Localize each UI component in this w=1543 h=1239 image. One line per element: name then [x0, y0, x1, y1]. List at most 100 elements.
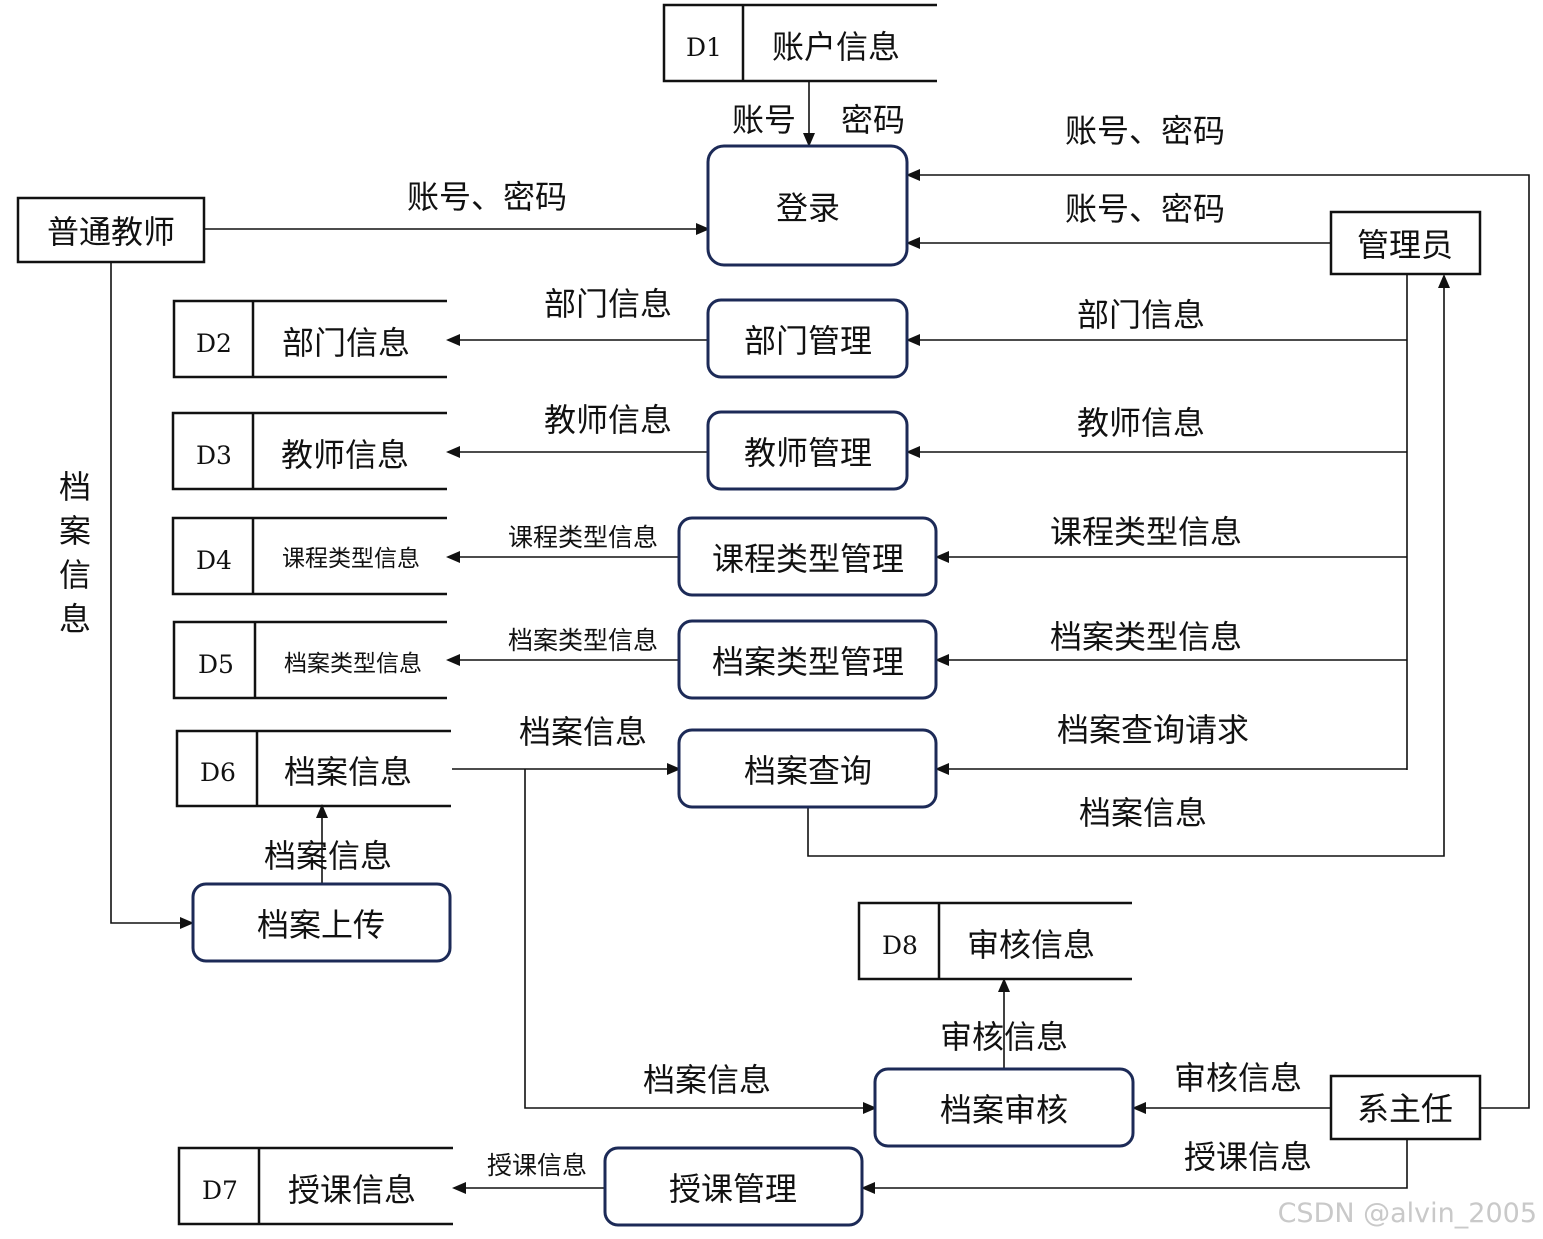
process-archive-review-label: 档案审核: [940, 1091, 1068, 1129]
process-dept-mgmt-box: [706, 298, 909, 379]
process-archive-type-mgmt: 档案类型管理: [677, 619, 938, 700]
label-dept-to-store: 部门信息: [544, 285, 672, 323]
process-dept-mgmt: 部门管理: [706, 298, 909, 379]
store-d1-shape: [662, 3, 937, 83]
process-archive-query-label: 档案查询: [744, 752, 872, 790]
flow-d6-review: [524, 769, 877, 1114]
label-head-teaching: 授课信息: [1184, 1138, 1312, 1176]
process-teacher-mgmt-label: 教师管理: [744, 434, 872, 472]
label-admin-dept: 部门信息: [1077, 296, 1205, 334]
store-d6-id: D6: [200, 758, 236, 787]
label-teacher-upload-2: 案: [59, 512, 91, 550]
store-d5-id: D5: [198, 650, 234, 679]
label-teaching-d7: 授课信息: [487, 1151, 587, 1180]
label-teacher-upload-1: 档: [59, 468, 91, 506]
label-admin-login: 账号、密码: [1065, 190, 1225, 228]
process-teacher-mgmt-box: [706, 410, 909, 491]
label-teacher-to-store: 教师信息: [544, 401, 672, 439]
watermark-text: CSDN @alvin_2005: [1277, 1198, 1537, 1229]
process-archive-upload-box: [191, 882, 452, 963]
store-d3-shape: [171, 411, 447, 491]
store-d5-name: 档案类型信息: [284, 651, 422, 677]
store-d3-id: D3: [196, 441, 232, 470]
flow-lines: [110, 82, 1530, 1194]
store-d6: D6 档案信息: [175, 729, 451, 808]
process-teacher-mgmt: 教师管理: [706, 410, 909, 491]
process-login-box: [706, 144, 909, 267]
process-archive-type-mgmt-label: 档案类型管理: [712, 643, 904, 681]
label-admin-archtype: 档案类型信息: [1050, 618, 1242, 656]
flow-head-teaching: [861, 1140, 1408, 1194]
label-review-d8: 审核信息: [940, 1018, 1068, 1056]
process-dept-mgmt-label: 部门管理: [744, 322, 872, 360]
label-archtype-to-store: 档案类型信息: [508, 626, 658, 655]
entity-teacher-box: [16, 196, 206, 264]
label-admin-query: 档案查询请求: [1057, 711, 1249, 749]
process-archive-review-box: [873, 1067, 1135, 1148]
flow-labels: 账号 密码 账号、密码 账号、密码 账号、密码 部门信息 部门信息 教师信息 教…: [59, 101, 1312, 1180]
store-d4-name: 课程类型信息: [282, 546, 420, 572]
label-d1-login-a: 账号: [732, 101, 796, 139]
label-d6-query: 档案信息: [519, 713, 647, 751]
flow-head-login: [906, 169, 1530, 1109]
store-d8: D8 审核信息: [857, 901, 1132, 981]
store-d7-shape: [177, 1146, 453, 1226]
process-archive-query: 档案查询: [677, 728, 938, 809]
store-d4-shape: [171, 516, 447, 596]
label-teacher-login: 账号、密码: [407, 178, 567, 216]
entity-teacher-label: 普通教师: [47, 213, 175, 251]
store-d8-name: 审核信息: [967, 926, 1095, 964]
store-d5: D5 档案类型信息: [172, 620, 447, 700]
process-login-label: 登录: [776, 189, 840, 227]
process-archive-upload: 档案上传: [191, 882, 452, 963]
store-d4-id: D4: [196, 546, 232, 575]
label-course-to-store: 课程类型信息: [508, 523, 658, 552]
process-archive-query-box: [677, 728, 938, 809]
store-d3-name: 教师信息: [281, 436, 409, 474]
store-d1-id: D1: [686, 33, 722, 62]
store-d7: D7 授课信息: [177, 1146, 453, 1226]
store-d5-shape: [172, 620, 447, 700]
entity-admin-label: 管理员: [1357, 226, 1453, 264]
store-d2-shape: [172, 299, 447, 379]
store-d2-name: 部门信息: [282, 324, 410, 362]
label-query-admin: 档案信息: [1079, 794, 1207, 832]
store-d1: D1 账户信息: [662, 3, 937, 83]
label-d1-login-b: 密码: [841, 101, 905, 139]
label-admin-teacher: 教师信息: [1077, 404, 1205, 442]
entity-admin-box: [1329, 210, 1482, 276]
entity-head-box: [1329, 1074, 1482, 1141]
store-d7-id: D7: [202, 1176, 238, 1205]
store-d7-name: 授课信息: [288, 1171, 416, 1209]
process-course-type-mgmt-box: [677, 516, 938, 597]
process-archive-review: 档案审核: [873, 1067, 1135, 1148]
entity-head: 系主任: [1329, 1074, 1482, 1141]
flow-query-admin: [807, 274, 1450, 857]
entity-teacher: 普通教师: [16, 196, 206, 264]
store-d2: D2 部门信息: [172, 299, 447, 379]
process-course-type-mgmt: 课程类型管理: [677, 516, 938, 597]
flow-teacher-upload: [110, 262, 194, 929]
entity-admin: 管理员: [1329, 210, 1482, 276]
process-course-type-mgmt-label: 课程类型管理: [712, 540, 904, 578]
label-head-review: 审核信息: [1174, 1059, 1302, 1097]
store-d4: D4 课程类型信息: [171, 516, 447, 596]
label-d6-review: 档案信息: [643, 1061, 771, 1099]
process-teaching-mgmt: 授课管理: [603, 1146, 864, 1227]
label-upload-d6: 档案信息: [264, 837, 392, 875]
label-admin-course: 课程类型信息: [1050, 513, 1242, 551]
process-archive-type-mgmt-box: [677, 619, 938, 700]
store-d8-id: D8: [882, 931, 918, 960]
store-d6-shape: [175, 729, 451, 808]
process-teaching-mgmt-label: 授课管理: [669, 1170, 797, 1208]
process-login: 登录: [706, 144, 909, 267]
label-teacher-upload-3: 信: [59, 556, 91, 594]
process-archive-upload-label: 档案上传: [257, 906, 385, 944]
store-d6-name: 档案信息: [284, 753, 412, 791]
label-head-login: 账号、密码: [1065, 112, 1225, 150]
store-d2-id: D2: [196, 329, 232, 358]
store-d8-shape: [857, 901, 1132, 981]
store-d1-name: 账户信息: [772, 28, 900, 66]
